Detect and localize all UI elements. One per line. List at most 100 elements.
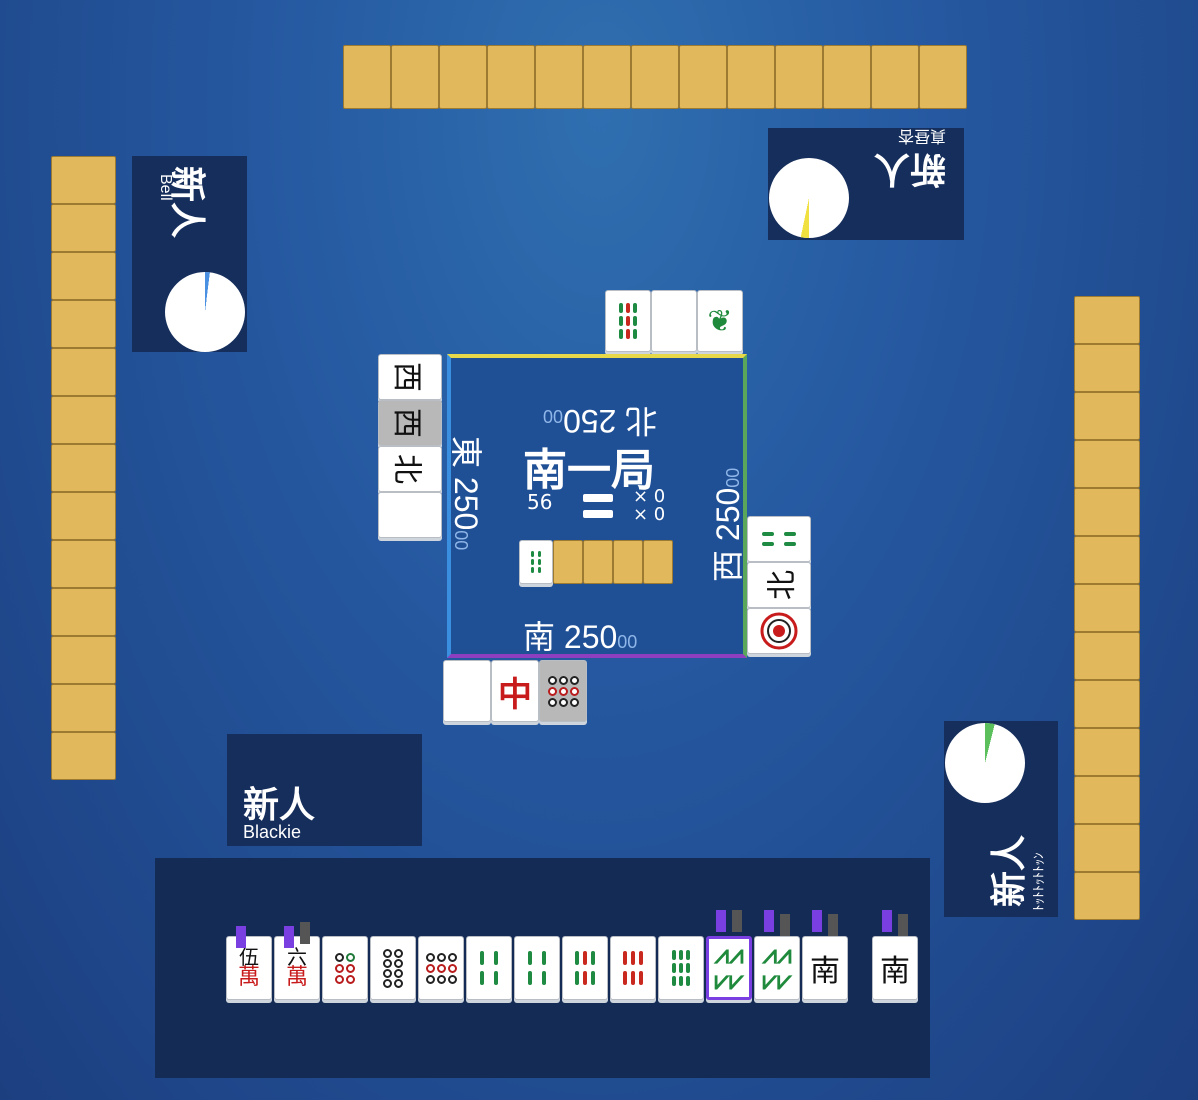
tile-back [1074, 440, 1140, 488]
player-panel-top: 新人 真昼杏 [768, 127, 964, 240]
dot-one-icon [760, 612, 798, 650]
hand-tiles: 伍 萬 六 萬 [226, 910, 848, 1000]
bam-glyph [762, 532, 796, 546]
dragon-green-icon: ❦ [707, 303, 733, 339]
hand-tile[interactable] [562, 936, 608, 1000]
tile-back [535, 45, 583, 109]
hint-marker [882, 910, 892, 932]
hand-tile[interactable]: 六 萬 [274, 936, 320, 1000]
discards-right: 北 [747, 516, 811, 654]
tile-back [1074, 536, 1140, 584]
tile-back [1074, 584, 1140, 632]
discards-top: ❦ [605, 290, 743, 352]
discards-left: 西 西 北 [378, 354, 442, 538]
hand-slot: 南 [802, 910, 848, 1000]
drawn-slot: 南 [872, 910, 918, 1000]
discard-tile: 中 [491, 660, 539, 722]
tile-back [643, 540, 673, 584]
tile-back [727, 45, 775, 109]
hand-slot: ⩘⩘⩗⩗ [754, 910, 800, 1000]
player-right-name: ﾄｯﾄﾄｯﾄﾄｯﾝ [1031, 852, 1046, 912]
tile-back [871, 45, 919, 109]
tile-back [583, 45, 631, 109]
honba-counter: × 0 × 0 [633, 486, 666, 525]
tile-back [583, 540, 613, 584]
tile-back [51, 444, 116, 492]
dots-glyph [425, 952, 457, 984]
tile-back [1074, 392, 1140, 440]
hint-marker [236, 926, 246, 948]
dots-glyph [383, 948, 403, 988]
tile-back [1074, 488, 1140, 536]
hand-tile[interactable]: 伍 萬 [226, 936, 272, 1000]
drawn-tile[interactable]: 南 [872, 936, 918, 1000]
score-south: 南 25000 [523, 619, 638, 655]
round-title: 南一局 [523, 445, 655, 496]
tile-back [51, 156, 116, 204]
tile-back [1074, 632, 1140, 680]
tile-back [51, 492, 116, 540]
hand-tile[interactable] [322, 936, 368, 1000]
bam-glyph [575, 951, 595, 985]
hand-tile[interactable] [466, 936, 512, 1000]
hand-tile[interactable]: ⩘⩘⩗⩗ [754, 936, 800, 1000]
hint-marker [812, 910, 822, 932]
discard-tile: 北 [747, 562, 811, 608]
player-top-timer [769, 158, 849, 238]
right-wall [1074, 296, 1140, 920]
center-board: 北 25000 東 25000 西 25000 南 25000 南一局 56 ×… [447, 354, 747, 658]
tile-back [823, 45, 871, 109]
hint-marker [732, 910, 742, 932]
tile-back [439, 45, 487, 109]
bam-glyph [480, 951, 498, 985]
player-panel-bottom: 新人 Blackie [227, 734, 422, 846]
player-panel-left: 新人 Bell [132, 156, 247, 352]
discard-tile [443, 660, 491, 722]
score-east: 東 25000 [448, 436, 484, 551]
hint-marker [764, 910, 774, 932]
hand-tile[interactable] [370, 936, 416, 1000]
hint-marker [300, 922, 310, 944]
hint-marker [780, 914, 790, 936]
tile-back [613, 540, 643, 584]
hand-tile[interactable] [514, 936, 560, 1000]
discards-bottom: 中 [443, 660, 587, 722]
timer-wedge [769, 158, 849, 238]
hint-marker [828, 914, 838, 936]
hint-marker [716, 910, 726, 932]
hand-tile[interactable] [418, 936, 464, 1000]
tile-back [1074, 872, 1140, 920]
top-wall [343, 45, 967, 109]
hand-slot: 伍 萬 [226, 926, 272, 1000]
player-left-name: Bell [157, 174, 174, 201]
tile-back [51, 300, 116, 348]
tile-back [51, 636, 116, 684]
tile-back [51, 684, 116, 732]
discard-tile [378, 492, 442, 538]
riichi-stick-icon [583, 494, 613, 524]
tile-back [631, 45, 679, 109]
tile-back [51, 588, 116, 636]
tile-back [1074, 824, 1140, 872]
tile-back [1074, 344, 1140, 392]
score-west: 西 25000 [710, 467, 746, 582]
bam-glyph [531, 551, 541, 573]
tile-back [51, 204, 116, 252]
timer-wedge [945, 723, 1025, 803]
dora-tile [519, 540, 553, 584]
hand-tile[interactable] [658, 936, 704, 1000]
hand-tile-selected[interactable]: ⩘⩘⩗⩗ [706, 936, 752, 1000]
discard-tile: 北 [378, 446, 442, 492]
bam-glyph [623, 951, 643, 985]
player-bottom-name: Blackie [243, 822, 302, 842]
hand-tile[interactable] [610, 936, 656, 1000]
discard-tile: 西 [378, 354, 442, 400]
tile-back [51, 252, 116, 300]
hand-tile[interactable]: 南 [802, 936, 848, 1000]
tile-back [775, 45, 823, 109]
dots-glyph [547, 675, 579, 707]
discard-tile [605, 290, 651, 352]
tile-back [391, 45, 439, 109]
tile-back [1074, 776, 1140, 824]
bam-glyph [672, 950, 690, 986]
